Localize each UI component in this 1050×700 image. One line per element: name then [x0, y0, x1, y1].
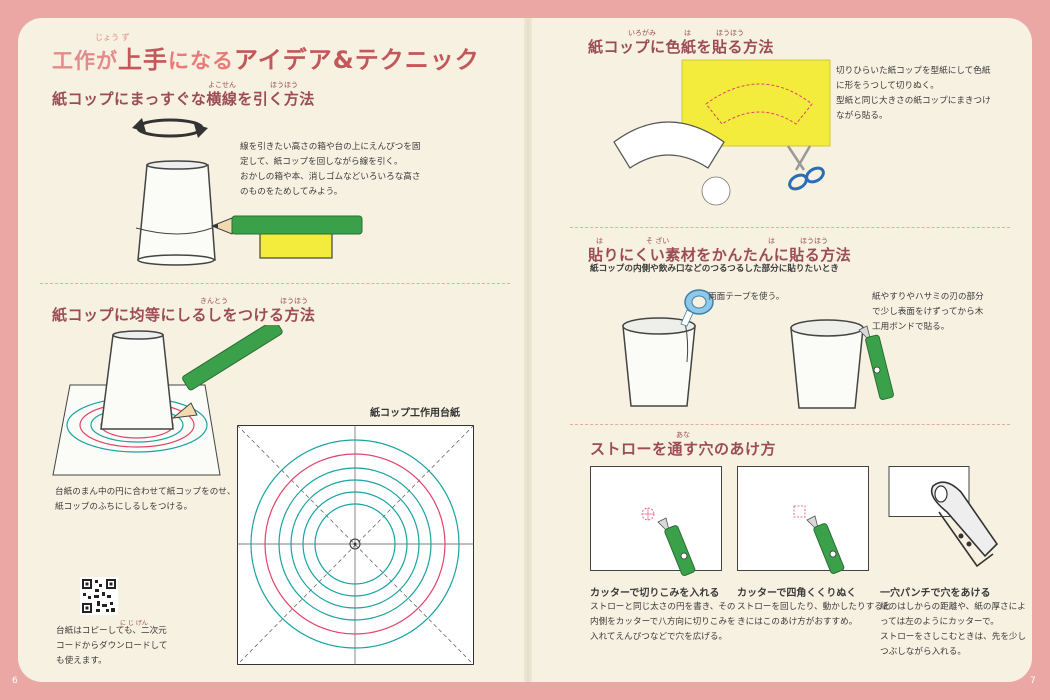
section-divider-right-2 — [570, 424, 1010, 425]
section-title-straw-hole: ストローを通す穴のあけ方 — [590, 440, 777, 458]
marking-cup-illustration — [52, 325, 283, 476]
qr-code-icon[interactable] — [80, 577, 118, 615]
ruby-kintou: きんとう — [200, 297, 228, 305]
ruby-ha: は — [684, 29, 691, 37]
pencil-2 — [171, 325, 283, 419]
section-divider-right-1 — [570, 227, 1010, 228]
main-title-rest: アイデア&テクニック — [234, 46, 480, 74]
cutter-slit-illustration — [590, 466, 722, 576]
tape-icon — [680, 289, 714, 327]
page-number-right: 7 — [1030, 676, 1036, 686]
page-number-left: 6 — [12, 676, 18, 686]
main-title: 工作が上手になるアイデア&テクニック — [52, 40, 480, 75]
hole-punch-illustration — [888, 466, 999, 568]
step2-text: ストローを回したり、動かしたりすると きにはこのあけ方がおすすめ。 — [737, 602, 892, 627]
section2-description: 台紙のまん中の円に合わせて紙コップをのせ、 紙コップのふちにしるしをつける。 — [55, 487, 236, 512]
section-title-equal-marks: 紙コップに均等にしるしをつける方法 — [52, 306, 316, 324]
cutter-knife-icon — [806, 515, 845, 574]
ruby-ha-2: は — [596, 237, 603, 245]
template-sheet-title: 紙コップ工作用台紙 — [370, 408, 460, 419]
cutter-knife-icon — [858, 325, 894, 400]
qr-note: 台紙はコピーしても、二次元 コードからダウンロードして も使えます。 — [56, 626, 168, 666]
ruby-sozai: そ ざい — [646, 237, 670, 245]
rotate-arrow-icon — [132, 118, 208, 138]
ruby-houhou-2: ほうほう — [280, 297, 308, 305]
main-title-prefix: 工作が — [52, 49, 118, 73]
main-title-suffix: になる — [168, 49, 234, 73]
main-title-ruby: じょう ず — [95, 33, 130, 42]
cup-and-pencil-illustration — [132, 118, 363, 266]
step3-text: 紙のはしからの距離や、紙の厚さによ っては左のようにカッターで。 ストローをさし… — [880, 602, 1027, 657]
cup-with-knife-illustration — [790, 319, 894, 409]
colored-paper-description: 切りひらいた紙コップを型紙にして色紙 に形をうつして切りぬく。 型紙と同じ大きさ… — [836, 66, 991, 121]
ruby-houhou-3: ほうほう — [716, 29, 744, 37]
cutter-knife-icon — [657, 517, 696, 576]
ruby-ha-3: は — [768, 237, 775, 245]
template-sheet — [237, 425, 474, 665]
main-title-big: 上手 — [118, 46, 168, 74]
ruby-houhou-4: ほうほう — [800, 237, 828, 245]
ruby-houhou: ほうほう — [270, 81, 298, 89]
pencil — [210, 215, 363, 235]
step2-title: カッターで四角くくりぬく — [737, 588, 857, 599]
step1-title: カッターで切りこみを入れる — [590, 588, 720, 599]
ruby-irogami: いろがみ — [628, 29, 656, 37]
section-title-horizontal-line: 紙コップにまっすぐな横線を引く方法 — [52, 90, 315, 108]
section-title-hard-materials: 貼りにくい素材をかんたんに貼る方法 — [588, 246, 852, 264]
hole-punch-icon — [930, 481, 999, 568]
step3-title: 一穴パンチで穴をあける — [880, 588, 991, 599]
section-divider — [40, 283, 510, 284]
section-title-colored-paper: 紙コップに色紙を貼る方法 — [588, 38, 775, 56]
ruby-yokosen: よこせん — [208, 81, 236, 89]
qr-ruby: に じ げん — [120, 620, 148, 627]
scissors-icon — [786, 145, 825, 191]
section1-description: 線を引きたい高さの箱や台の上にえんぴつを固 定して、紙コップを回しながら線を引く… — [240, 142, 421, 197]
cutter-square-illustration — [737, 466, 869, 574]
step1-text: ストローと同じ太さの円を書き、その 内側をカッターで八方向に切りこみを 入れてえ… — [590, 602, 736, 642]
hard-materials-subtitle: 紙コップの内側や飲み口などのつるつるした部分に貼りたいとき — [590, 264, 839, 274]
colored-paper-illustration — [613, 59, 831, 206]
ruby-ana: あな — [676, 431, 690, 439]
sandpaper-note: 紙やすりやハサミの刃の部分 で少し表面をけずってから木 工用ボンドで貼る。 — [872, 292, 984, 332]
cup-with-tape-illustration — [622, 289, 714, 407]
page-gutter — [524, 18, 532, 682]
tape-note: 両面テープを使う。 — [708, 292, 785, 302]
